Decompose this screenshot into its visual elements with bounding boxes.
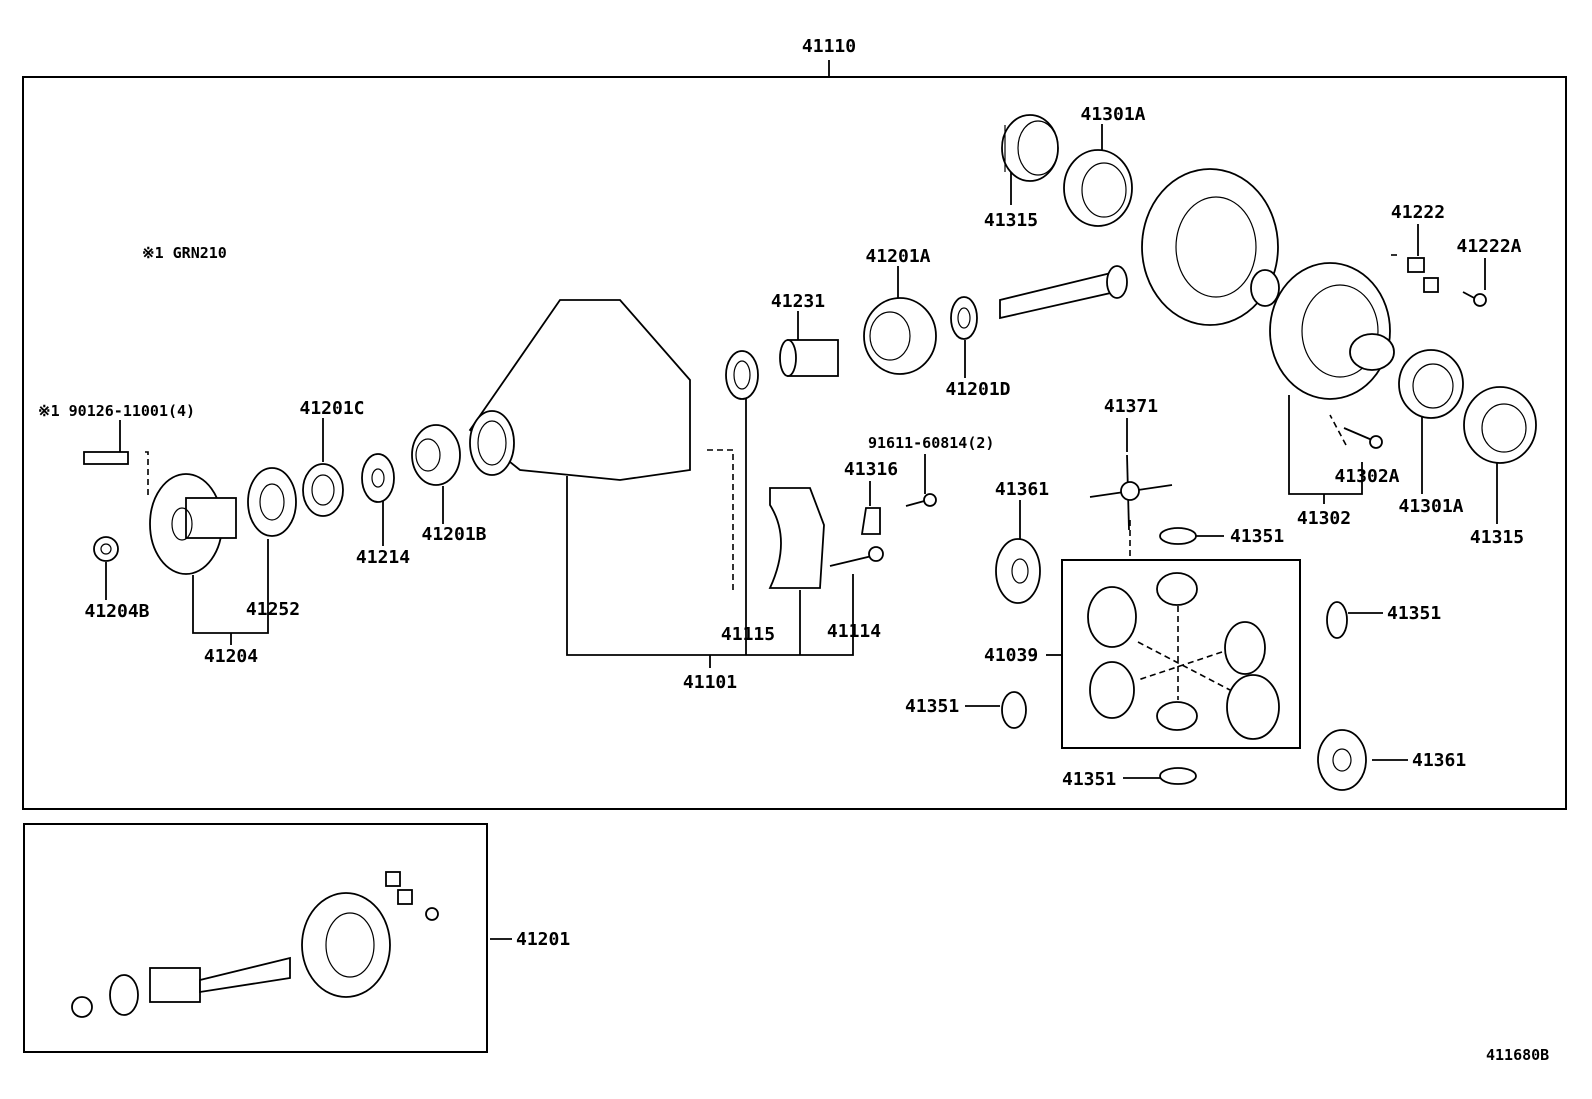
spacer-41231-icon xyxy=(779,339,839,377)
label-41371: 41371 xyxy=(1104,396,1158,417)
label-41114: 41114 xyxy=(827,621,881,642)
washer-41214-icon xyxy=(361,453,395,503)
label-41201D: 41201D xyxy=(945,379,1010,400)
label-41301A-right: 41301A xyxy=(1398,496,1463,517)
stud-bolt-90126-icon xyxy=(83,451,129,465)
ring-pinion-set-41201-icon xyxy=(71,871,439,1018)
label-41302A: 41302A xyxy=(1334,466,1399,487)
label-41115: 41115 xyxy=(721,624,775,645)
label-41214: 41214 xyxy=(356,547,410,568)
main-assembly-frame xyxy=(22,76,1567,810)
label-41351-c: 41351 xyxy=(905,696,959,717)
ring-gear-pinion-icon xyxy=(999,168,1279,326)
oil-seal-41115-icon xyxy=(725,350,759,400)
label-41204B: 41204B xyxy=(84,601,149,622)
label-91611: 91611-60814(2) xyxy=(868,434,994,452)
differential-gear-kit-41039-icon xyxy=(1087,572,1280,740)
label-41110: 41110 xyxy=(802,36,856,57)
label-90126: ※1 90126-11001(4) xyxy=(38,402,195,420)
label-41201A: 41201A xyxy=(865,246,930,267)
companion-flange-41204-icon xyxy=(149,473,237,575)
sub-assembly-frame xyxy=(23,823,488,1053)
label-41361-a: 41361 xyxy=(995,479,1049,500)
label-41201B: 41201B xyxy=(421,524,486,545)
label-41252: 41252 xyxy=(246,599,300,620)
label-41222: 41222 xyxy=(1391,202,1445,223)
bearing-41201A-icon xyxy=(863,297,937,375)
bearing-41301A-right-icon xyxy=(1398,349,1464,419)
thrust-washer-41361-bottom-icon xyxy=(1317,729,1367,791)
seal-41252-icon xyxy=(247,467,297,537)
bearing-race-41315-right-icon xyxy=(1463,386,1537,464)
label-41316: 41316 xyxy=(844,459,898,480)
label-41101: 41101 xyxy=(683,672,737,693)
cap-bolt-41114-icon xyxy=(829,546,884,567)
bearing-41201B-icon xyxy=(411,424,461,486)
label-41315-top: 41315 xyxy=(984,210,1038,231)
label-41302: 41302 xyxy=(1297,508,1351,529)
pinion-shaft-spider-41371-icon xyxy=(1089,454,1173,531)
washer-41201D-icon xyxy=(950,296,978,340)
thrust-washer-41351-b-icon xyxy=(1326,601,1348,639)
thrust-washer-41361-top-icon xyxy=(995,538,1041,604)
oil-seal-41201C-icon xyxy=(302,463,344,517)
bolt-91611-icon xyxy=(905,493,937,507)
label-41361-b: 41361 xyxy=(1412,750,1466,771)
thrust-washer-41351-d-icon xyxy=(1159,767,1197,785)
thrust-washer-41351-a-icon xyxy=(1159,527,1197,545)
label-41201: 41201 xyxy=(516,929,570,950)
carrier-housing-41101-icon xyxy=(468,299,691,481)
label-41201C: 41201C xyxy=(299,398,364,419)
differential-case-icon xyxy=(1250,262,1395,400)
nut-41204B-icon xyxy=(93,536,119,562)
lock-plate-41222-icon xyxy=(1407,257,1439,293)
bearing-41301A-top-icon xyxy=(1063,149,1133,227)
label-41315-right: 41315 xyxy=(1470,527,1524,548)
label-41301A-top: 41301A xyxy=(1080,104,1145,125)
label-41204: 41204 xyxy=(204,646,258,667)
label-41351-a: 41351 xyxy=(1230,526,1284,547)
gear-kit-frame xyxy=(1061,559,1301,749)
adjusting-lock-41316-icon xyxy=(860,507,881,535)
label-41039: 41039 xyxy=(984,645,1038,666)
bolt-41302A-icon xyxy=(1343,427,1383,449)
leader-lines xyxy=(105,124,1498,940)
bearing-cap-41101-icon xyxy=(768,487,825,589)
label-41231: 41231 xyxy=(771,291,825,312)
bolt-41222A-icon xyxy=(1462,291,1487,307)
note-grn210: ※1 GRN210 xyxy=(142,244,227,262)
thrust-washer-41351-c-icon xyxy=(1001,691,1027,729)
figure-code: 411680B xyxy=(1486,1046,1549,1064)
label-41222A: 41222A xyxy=(1456,236,1521,257)
dashed-assembly-lines xyxy=(145,254,1397,590)
label-41351-d: 41351 xyxy=(1062,769,1116,790)
bearing-race-41315-top-icon xyxy=(1001,114,1059,182)
label-41351-b: 41351 xyxy=(1387,603,1441,624)
